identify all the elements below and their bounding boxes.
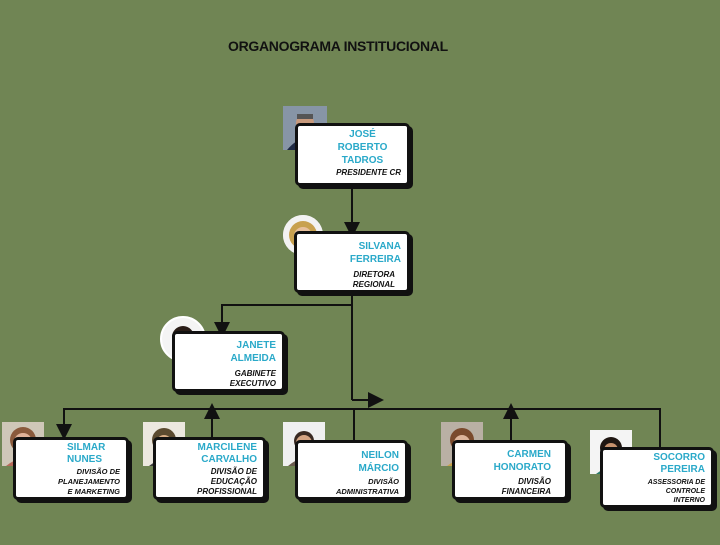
- connector-janete: [214, 304, 352, 338]
- node-role: DIVISÃO FINANCEIRA: [501, 477, 551, 496]
- node-role: DIVISÃO DE PLANEJAMENTO E MARKETING: [58, 467, 120, 496]
- node-name: SILMAR NUNES: [67, 442, 106, 465]
- node-marcilene: MARCILENE CARVALHO DIVISÃO DE EDUCAÇÃO P…: [153, 437, 266, 500]
- node-neilon: NEILON MÁRCIO DIVISÃO ADMINISTRATIVA: [295, 440, 408, 500]
- node-role: DIRETORA REGIONAL: [352, 270, 395, 289]
- node-silvana: SILVANA FERREIRA DIRETORA REGIONAL: [294, 231, 410, 293]
- page-title: ORGANOGRAMA INSTITUCIONAL: [228, 38, 448, 54]
- node-socorro: SOCORRO PEREIRA ASSESSORIA DE CONTROLE I…: [600, 447, 714, 508]
- node-name: SILVANA FERREIRA: [349, 241, 401, 265]
- node-role: GABINETE EXECUTIVO: [229, 369, 276, 388]
- node-role: PRESIDENTE CR: [336, 168, 401, 177]
- node-name: MARCILENE CARVALHO: [197, 442, 257, 465]
- node-name: JANETE ALMEIDA: [230, 340, 276, 364]
- node-carmen: CARMEN HONORATO DIVISÃO FINANCEIRA: [452, 440, 568, 500]
- node-role: DIVISÃO ADMINISTRATIVA: [335, 477, 399, 496]
- node-silmar: SILMAR NUNES DIVISÃO DE PLANEJAMENTO E M…: [13, 437, 129, 500]
- node-role: ASSESSORIA DE CONTROLE INTERNO: [647, 479, 705, 504]
- node-name: SOCORRO PEREIRA: [653, 452, 705, 475]
- node-jose: JOSÉ ROBERTO TADROS PRESIDENTE CR: [295, 123, 410, 186]
- node-name: NEILON MÁRCIO: [358, 450, 399, 474]
- node-janete: JANETE ALMEIDA GABINETE EXECUTIVO: [172, 331, 285, 392]
- node-role: DIVISÃO DE EDUCAÇÃO PROFISSIONAL: [196, 467, 257, 496]
- node-name: JOSÉ ROBERTO TADROS: [337, 129, 388, 166]
- node-name: CARMEN HONORATO: [493, 449, 551, 473]
